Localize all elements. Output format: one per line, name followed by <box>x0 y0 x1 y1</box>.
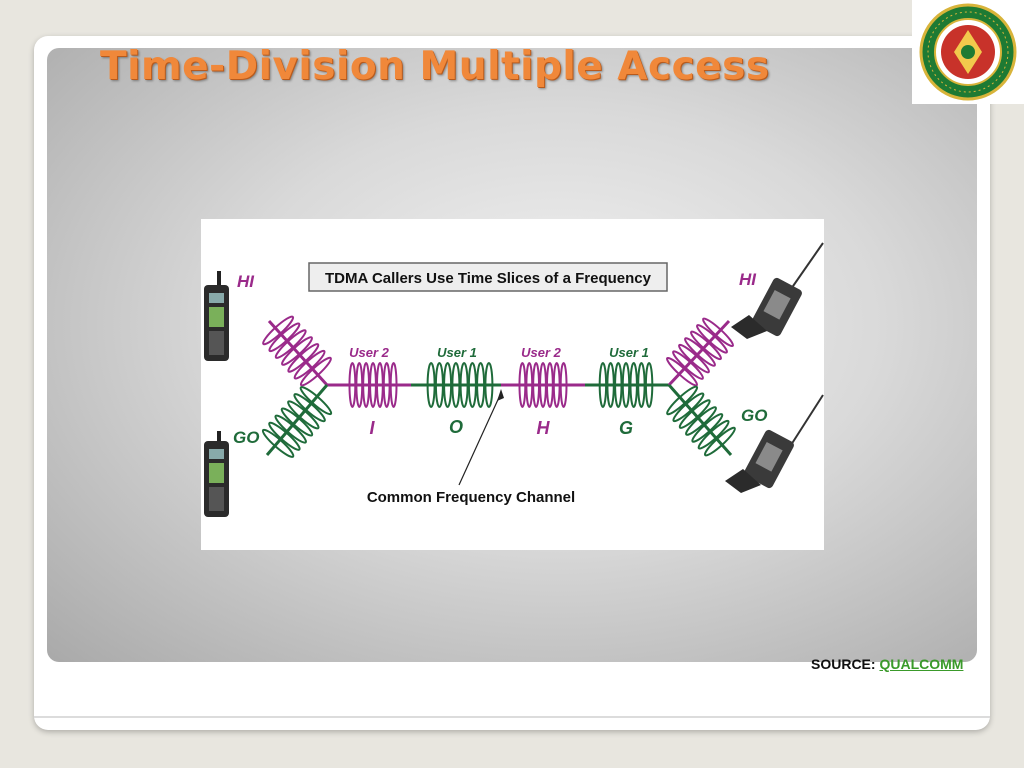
coil-user1 <box>666 385 699 416</box>
tdma-figure: TDMA Callers Use Time Slices of a Freque… <box>201 219 824 550</box>
pointer-arrow-line <box>458 392 502 486</box>
slot-2-user-label: User 1 <box>437 345 477 360</box>
coil-user1 <box>287 400 320 430</box>
left-bottom-caller-label: GO <box>233 428 259 447</box>
source-credit: SOURCE: QUALCOMM <box>811 656 963 672</box>
logo-container <box>912 0 1024 104</box>
right-top-caller-label: HI <box>739 270 757 289</box>
coil-user2 <box>348 362 357 408</box>
coil-user1 <box>621 362 631 408</box>
left-bottom-handset-icon <box>204 431 229 517</box>
left-top-caller-label: HI <box>237 272 255 291</box>
coil-user2 <box>369 362 377 408</box>
slide-title: Time-Division Multiple Access <box>100 44 770 89</box>
slot-1-user-label: User 2 <box>349 345 390 360</box>
coil-user2 <box>355 362 364 408</box>
slot-3-user-label: User 2 <box>521 345 562 360</box>
coil-user2 <box>262 315 295 346</box>
slot-1-letter: I <box>369 418 375 438</box>
coil-user1 <box>299 386 333 416</box>
coil-user1 <box>703 426 736 457</box>
coil-user1 <box>467 362 477 408</box>
right-top-flip-phone-icon <box>731 242 824 339</box>
source-label: SOURCE: <box>811 656 880 672</box>
coil-user1 <box>293 393 326 423</box>
coil-user2 <box>690 330 722 361</box>
coil-user1 <box>678 399 711 429</box>
coil-user2 <box>552 362 561 408</box>
coil-user2 <box>532 362 540 408</box>
coil-user1 <box>426 362 436 408</box>
coil-user1 <box>268 421 301 451</box>
caption-box <box>308 262 668 292</box>
coil-user2 <box>539 362 547 408</box>
coil-user2 <box>518 362 527 408</box>
slot-4-user-label: User 1 <box>609 345 649 360</box>
coil-user2 <box>268 322 301 353</box>
coil-user2 <box>702 317 734 348</box>
coil-user2 <box>362 362 370 408</box>
coil-user1 <box>685 406 717 436</box>
coil-user2 <box>281 336 313 366</box>
left-top-handset-icon <box>204 271 229 361</box>
coil-user1 <box>697 419 730 450</box>
signal-coils <box>261 315 736 458</box>
right-bottom-flip-phone-icon <box>725 394 824 493</box>
channel-lines <box>265 319 733 456</box>
tdma-diagram: TDMA Callers Use Time Slices of a Freque… <box>204 242 824 517</box>
coil-user2 <box>382 362 391 408</box>
coil-user1 <box>443 362 453 408</box>
coil-user2 <box>287 343 320 373</box>
coil-user2 <box>666 356 698 387</box>
coil-user2 <box>389 362 398 408</box>
slide-bottom-divider <box>34 716 990 718</box>
coil-user2 <box>684 337 716 367</box>
coil-user2 <box>696 324 728 354</box>
slot-2-letter: O <box>449 417 463 437</box>
university-seal-icon <box>919 3 1017 101</box>
coil-user2 <box>375 362 384 408</box>
coil-user2 <box>274 329 307 359</box>
coil-user2 <box>672 350 704 380</box>
coil-user2 <box>545 362 554 408</box>
coil-user1 <box>459 362 469 408</box>
coil-user1 <box>637 362 646 408</box>
coil-user1 <box>451 362 461 408</box>
coil-user2 <box>678 343 710 374</box>
slot-3-letter: H <box>537 418 551 438</box>
coil-user2 <box>525 362 534 408</box>
coil-user1 <box>261 428 295 458</box>
coil-user2 <box>299 356 332 387</box>
coil-user1 <box>644 362 654 408</box>
coil-user1 <box>606 362 615 408</box>
coil-user1 <box>434 362 444 408</box>
slot-4-letter: G <box>619 418 633 438</box>
coil-user2 <box>293 349 326 380</box>
coil-user1 <box>280 407 314 437</box>
channel-label: Common Frequency Channel <box>367 489 575 506</box>
pointer-arrowhead <box>497 389 504 401</box>
right-bottom-caller-label: GO <box>741 406 767 425</box>
coil-user1 <box>629 362 638 408</box>
coil-user1 <box>672 392 705 423</box>
coil-user1 <box>598 362 608 408</box>
coil-user1 <box>691 413 724 443</box>
caption-text: TDMA Callers Use Time Slices of a Freque… <box>325 270 652 287</box>
coil-user1 <box>274 414 307 444</box>
coil-user1 <box>614 362 623 408</box>
coil-user2 <box>559 362 568 408</box>
coil-user1 <box>476 362 486 408</box>
source-link[interactable]: QUALCOMM <box>879 656 964 672</box>
coil-user1 <box>484 362 494 408</box>
